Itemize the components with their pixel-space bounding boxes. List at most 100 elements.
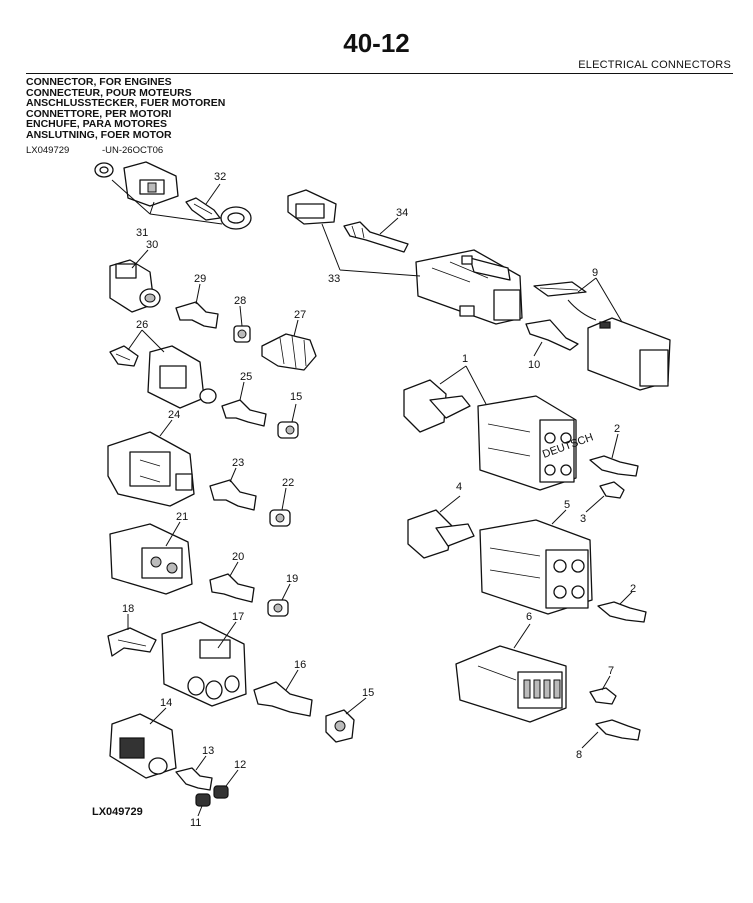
callout-29: 29 [194,273,206,285]
leader-14 [149,707,167,725]
part-9-housing [587,317,671,391]
leader-29 [195,283,201,305]
part-31-connector-body [123,161,179,207]
callout-33: 33 [328,273,340,285]
callout-18: 18 [122,603,134,615]
callout-9: 9 [592,267,598,279]
part-19-seal [267,599,289,617]
leader-15-lower [345,697,367,715]
title-swedish: ANSLUTNING, FOER MOTOR [26,128,172,141]
part-12-seal [213,785,229,799]
callout-2-upper: 2 [614,423,620,435]
callout-2-lower: 2 [630,583,636,595]
figure-reference: LX049729 -UN-26OCT06 [26,145,163,156]
leader-32 [205,183,221,205]
part-7-pin [589,687,617,705]
part-30-sensor-connector [109,259,161,313]
part-4-wedge-lock [407,509,475,559]
header-rule [26,73,733,74]
leader-27 [293,319,299,337]
callout-15-lower: 15 [362,687,374,699]
part-27-wire-seal [261,333,317,371]
leader-24 [159,419,173,437]
leader-22 [281,487,287,511]
part-33-small-housing [287,189,337,225]
page-number: 40-12 [343,28,410,58]
leader-16 [285,669,299,691]
leader-10 [533,341,543,357]
leader-3 [585,495,605,513]
date-code: -UN-26OCT06 [101,145,164,156]
leader-4 [439,495,461,513]
leader-20 [229,561,239,577]
callout-12: 12 [234,759,246,771]
part-15-seal-lower [325,709,355,743]
part-11-seal [195,793,211,807]
leader-11 [197,805,203,817]
leader-17 [217,621,237,649]
part-24-connector-housing [107,431,195,507]
callout-30: 30 [146,239,158,251]
callout-10: 10 [528,359,540,371]
part-3-pin [599,481,625,499]
part-29-terminal [175,301,219,329]
callout-25: 25 [240,371,252,383]
part-26-connector-body [147,345,217,409]
leader-2-lower [619,591,633,605]
part-22-seal [269,509,291,527]
callout-22: 22 [282,477,294,489]
title-italian: CONNETTORE, PER MOTORI [26,107,172,120]
part-34-terminal-strip [343,221,409,253]
callout-5: 5 [564,499,570,511]
leader-5 [551,509,567,525]
leader-31 [111,179,223,225]
leader-23 [229,467,237,483]
part-16-terminal [253,681,313,717]
section-title: ELECTRICAL CONNECTORS [578,59,731,71]
callout-32: 32 [214,171,226,183]
part-13-terminal [175,767,213,791]
callout-13: 13 [202,745,214,757]
part-18-lock-clip [107,627,157,657]
part-1-wedge-lock [403,379,471,433]
part-14-connector-housing [109,713,177,779]
leader-21 [165,521,181,547]
part-2-terminal-lower [597,601,647,623]
leader-6 [513,623,531,649]
part-17-connector-housing [161,621,247,707]
part-9-terminal-lock [533,281,587,297]
callout-28: 28 [234,295,246,307]
leader-12 [225,769,239,787]
part-25-terminal [221,399,267,427]
callout-6: 6 [526,611,532,623]
callout-26: 26 [136,319,148,331]
part-10-terminal [525,319,579,351]
leader-30 [131,249,149,269]
leader-28 [239,305,243,327]
leader-34 [379,217,399,235]
part-31-seal-left [94,162,114,178]
part-1-deutsch-housing: DEUTSCH [477,395,595,491]
title-spanish: ENCHUFE, PARA MOTORES [26,118,167,131]
callout-20: 20 [232,551,244,563]
part-2-terminal-upper [589,455,639,477]
part-32-lock-clip [185,197,221,221]
leader-2-upper [611,433,619,459]
callout-1: 1 [462,353,468,365]
callout-31: 31 [136,227,148,239]
leader-33 [321,223,421,277]
callout-24: 24 [168,409,180,421]
part-8-terminal [595,719,641,741]
part-20-terminal [209,573,255,603]
footer-figure-id: LX049729 [92,806,143,818]
leader-13 [195,755,207,771]
figure-id: LX049729 [26,145,70,156]
part-5-housing [479,519,593,615]
callout-16: 16 [294,659,306,671]
part-31-seal-right [220,206,252,230]
part-26-lock-clip [109,345,139,367]
callout-14: 14 [160,697,172,709]
title-german: ANSCHLUSSTECKER, FUER MOTOREN [26,97,226,110]
part-33-main-housing [415,249,523,325]
leader-8 [581,731,599,749]
